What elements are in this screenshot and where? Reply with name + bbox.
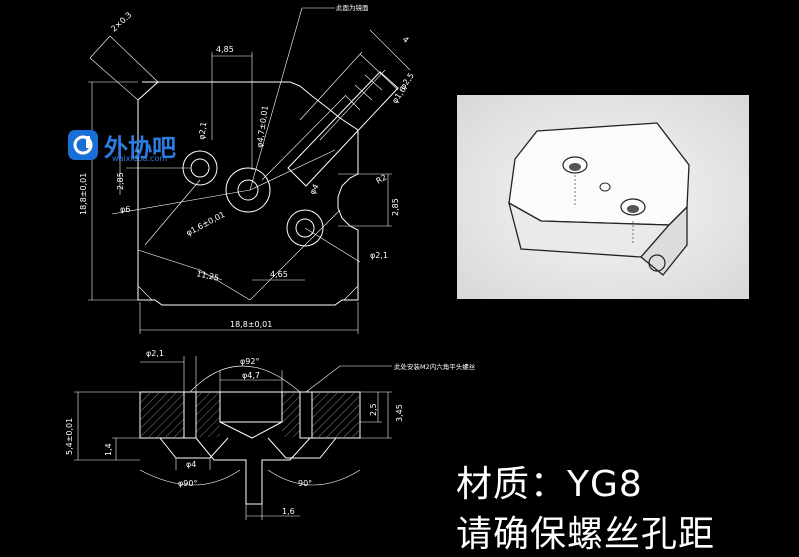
dim-sec-1-6: 1,6: [282, 507, 295, 516]
dim-sec-phi-92: φ92°: [240, 357, 259, 366]
dim-sec-phi-2-1: φ2,1: [146, 349, 164, 358]
dim-4: 4: [401, 35, 411, 45]
top-view: 2×0.3 4,85 φ4,7±0,01 φ2,1 2,85 18,8±0,01…: [79, 3, 416, 334]
dim-phi-2-1-a: φ2,1: [197, 121, 208, 140]
caption-request: 请确保螺丝孔距: [456, 514, 716, 555]
dim-sec-phi-4: φ4: [186, 460, 196, 469]
dim-sec-90-left: φ90°: [178, 479, 197, 488]
dim-sec-90-right: 90°: [298, 479, 312, 488]
dim-sec-phi-4-7: φ4,7: [242, 371, 260, 380]
dim-18-8-horiz: 18,8±0,01: [230, 320, 272, 329]
dim-sec-5-4: 5,4±0,01: [65, 418, 74, 455]
dim-sec-1-4: 1,4: [104, 443, 113, 456]
dim-chamfer: 2×0.3: [109, 10, 133, 33]
pin-tube: [261, 29, 411, 187]
dim-phi-2-1-b: φ2,1: [370, 251, 388, 260]
dim-18-8-vert: 18,8±0,01: [79, 173, 88, 215]
sketch-photo: [457, 95, 749, 299]
caption-material: 材质：YG8: [456, 464, 643, 505]
dim-phi-6: φ6: [120, 205, 130, 214]
note-mirror-face: 此面为镜面: [336, 3, 369, 12]
dim-sec-2-5: 2,5: [369, 403, 378, 416]
hole-right: [286, 209, 324, 247]
dim-phi-4: φ4: [308, 183, 321, 196]
logo-subtext: waixieba.com: [112, 154, 168, 163]
logo-text: 外协吧: [104, 134, 176, 162]
dim-11-25: 11,25: [196, 269, 220, 283]
hole-center: [225, 167, 271, 213]
dim-2-85-right: 2,85: [391, 198, 400, 216]
sketch-drawing: [457, 95, 749, 299]
dim-r2: R2: [375, 173, 389, 186]
top-view-outline: [137, 81, 359, 306]
dim-2-85-left: 2,85: [116, 172, 125, 190]
dim-4-85: 4,85: [216, 45, 234, 54]
logo-icon: [68, 130, 98, 160]
dim-4-65: 4,65: [270, 270, 288, 279]
note-screw: 此处安装M2内六角平头螺丝: [394, 362, 476, 371]
dim-sec-3-45: 3,45: [395, 404, 404, 422]
dim-phi-1-6: φ1,6±0,01: [185, 210, 227, 238]
dim-phi-4-7: φ4,7±0,01: [255, 105, 270, 148]
section-view: φ2,1 φ92° φ4,7 5,4±0,01 1,4 φ4 φ90° 90° …: [65, 349, 476, 520]
logo-watermark: 外协吧 waixieba.com: [68, 128, 208, 164]
